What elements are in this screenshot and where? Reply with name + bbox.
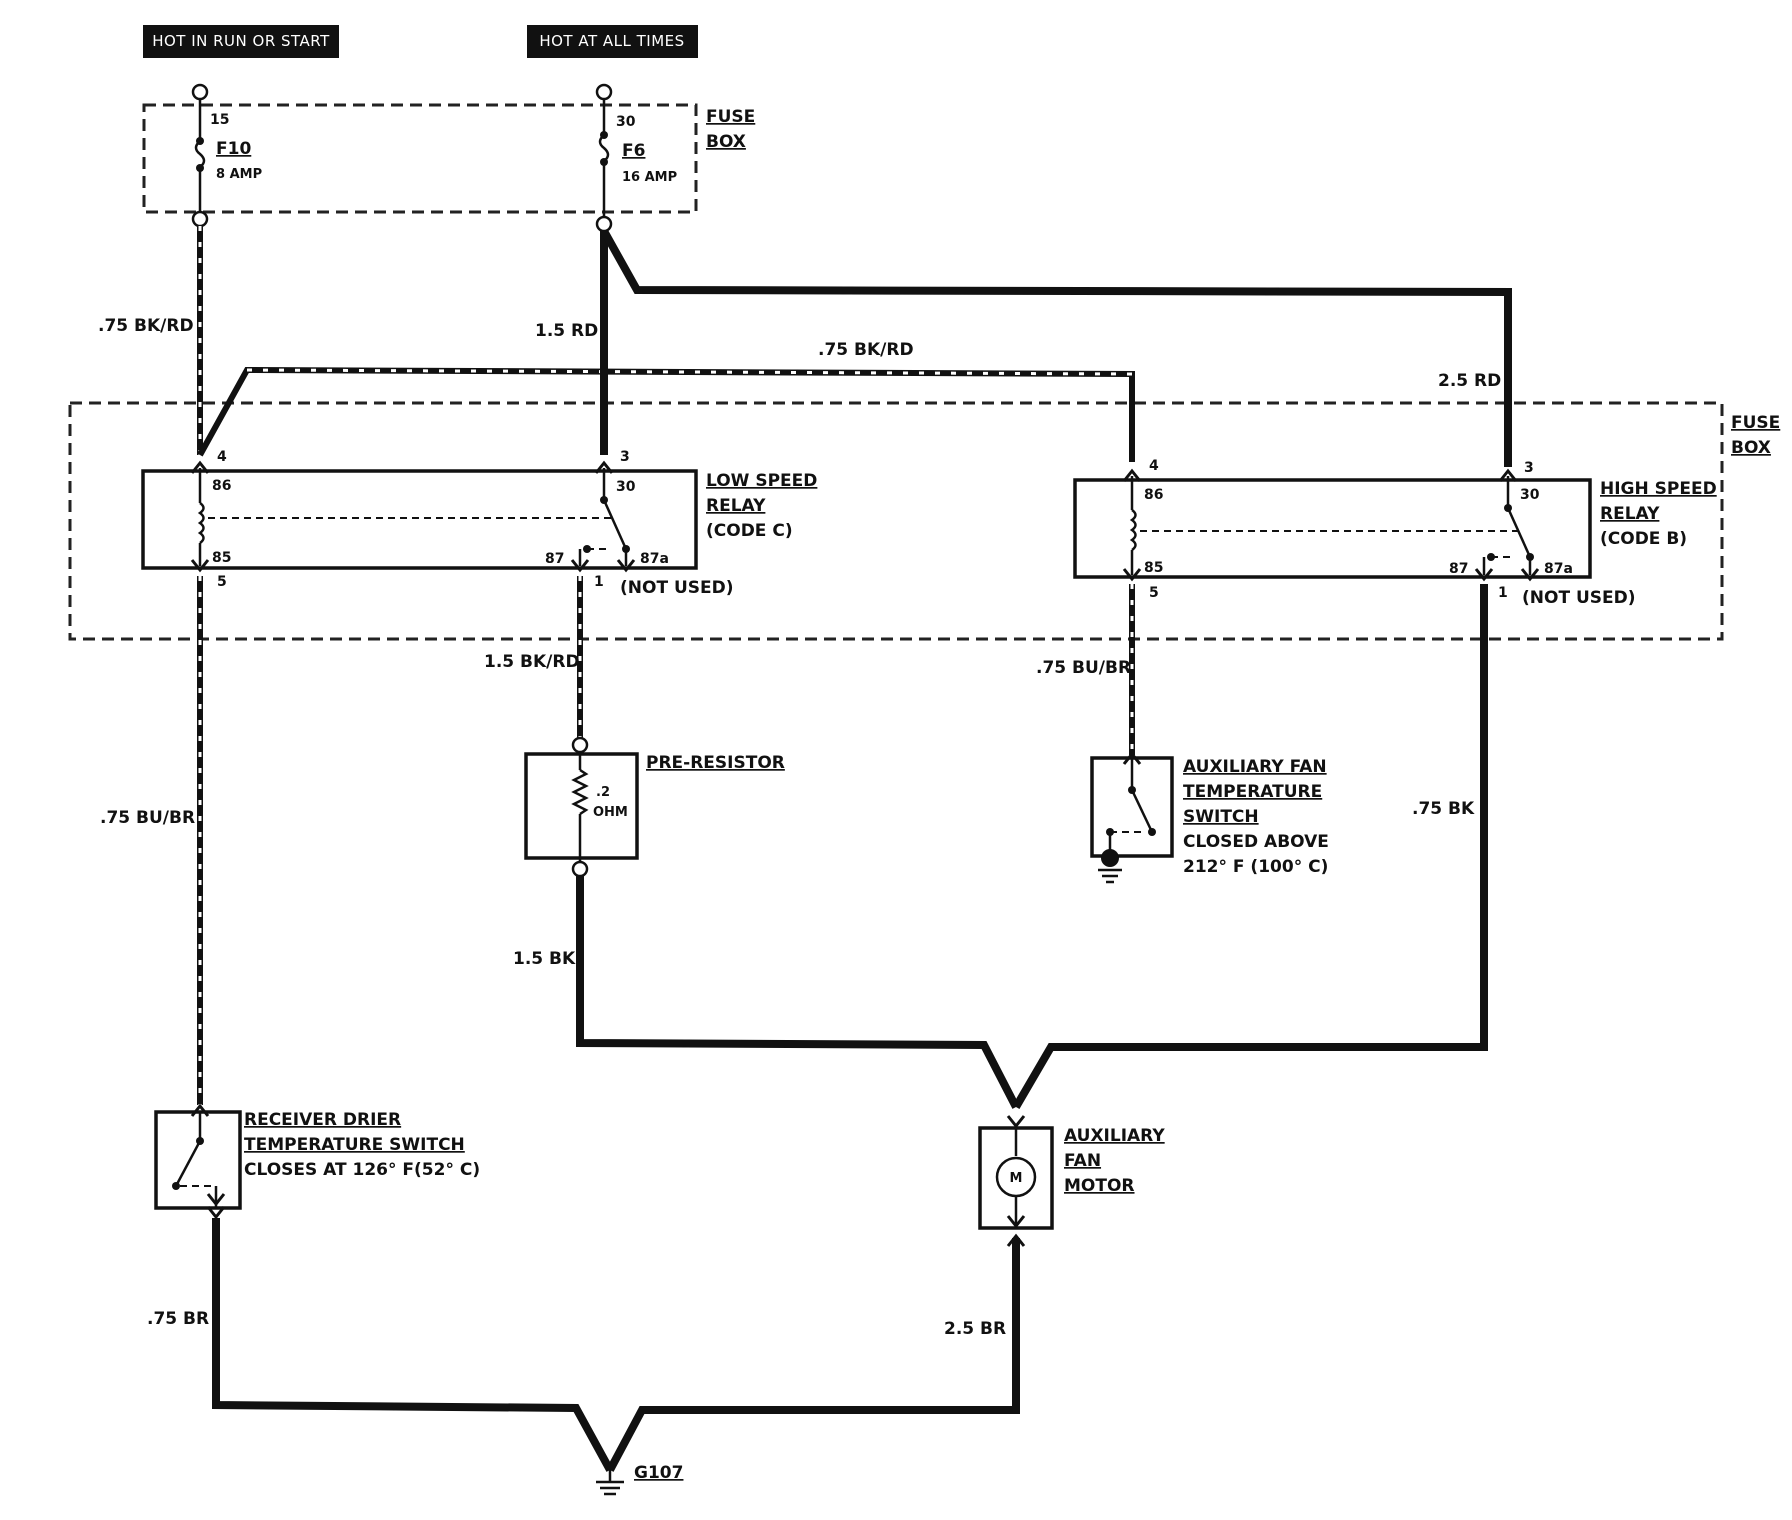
svg-text:3: 3 — [1524, 460, 1534, 476]
svg-text:.75 BK: .75 BK — [1412, 799, 1475, 819]
svg-text:85: 85 — [212, 550, 231, 566]
svg-text:PRE-RESISTOR: PRE-RESISTOR — [646, 753, 785, 773]
svg-text:AUXILIARY FAN: AUXILIARY FAN — [1183, 757, 1327, 777]
svg-text:F10: F10 — [216, 139, 251, 159]
tag-hot-all-times: HOT AT ALL TIMES — [527, 25, 698, 58]
fuse-box-top — [142, 103, 698, 214]
svg-text:2.5 BR: 2.5 BR — [944, 1319, 1006, 1339]
tag-hot-run-start: HOT IN RUN OR START — [143, 25, 339, 58]
svg-text:30: 30 — [616, 114, 636, 130]
wire-bk-075 — [1012, 584, 1488, 1110]
svg-text:(NOT USED): (NOT USED) — [1522, 588, 1636, 608]
svg-text:BOX: BOX — [1731, 438, 1771, 458]
low-speed-relay: 86 85 30 87 87a 4 5 3 1 (NOT USED) LOW S… — [141, 449, 817, 598]
svg-text:CLOSES AT 126° F(52° C): CLOSES AT 126° F(52° C) — [244, 1160, 480, 1180]
svg-text:OHM: OHM — [593, 805, 628, 820]
aux-fan-motor: M AUXILIARY FAN MOTOR — [978, 1114, 1165, 1248]
svg-text:86: 86 — [1144, 487, 1163, 503]
svg-text:HOT AT ALL TIMES: HOT AT ALL TIMES — [539, 32, 684, 50]
svg-text:.2: .2 — [596, 785, 610, 800]
svg-text:16 AMP: 16 AMP — [622, 170, 677, 185]
svg-text:.75 BK/RD: .75 BK/RD — [818, 340, 914, 360]
svg-text:F6: F6 — [622, 141, 645, 161]
svg-text:87: 87 — [1449, 561, 1468, 577]
svg-text:1.5 RD: 1.5 RD — [535, 321, 598, 341]
svg-text:212° F (100° C): 212° F (100° C) — [1183, 857, 1328, 877]
svg-text:BOX: BOX — [706, 132, 746, 152]
svg-text:87a: 87a — [1544, 561, 1573, 577]
wire-bk-15 — [576, 870, 1020, 1109]
svg-text:86: 86 — [212, 478, 231, 494]
svg-text:HIGH SPEED: HIGH SPEED — [1600, 479, 1717, 499]
svg-text:4: 4 — [217, 449, 227, 465]
svg-text:5: 5 — [217, 574, 227, 590]
svg-text:5: 5 — [1149, 585, 1159, 601]
pre-resistor: .2 OHM PRE-RESISTOR — [524, 736, 785, 878]
svg-text:MOTOR: MOTOR — [1064, 1176, 1135, 1196]
svg-text:AUXILIARY: AUXILIARY — [1064, 1126, 1165, 1146]
svg-text:(NOT USED): (NOT USED) — [620, 578, 734, 598]
svg-text:HOT IN RUN OR START: HOT IN RUN OR START — [152, 32, 330, 50]
svg-text:TEMPERATURE: TEMPERATURE — [1183, 782, 1322, 802]
receiver-drier-temp-switch: RECEIVER DRIER TEMPERATURE SWITCH CLOSES… — [154, 1104, 480, 1219]
svg-text:.75 BR: .75 BR — [147, 1309, 209, 1329]
svg-text:SWITCH: SWITCH — [1183, 807, 1259, 827]
svg-text:30: 30 — [1520, 487, 1540, 503]
svg-text:1.5 BK: 1.5 BK — [513, 949, 576, 969]
high-speed-relay: 86 85 30 87 87a 4 5 3 1 (NOT USED) HIGH … — [1073, 458, 1717, 608]
svg-text:M: M — [1010, 1171, 1023, 1186]
svg-text:LOW SPEED: LOW SPEED — [706, 471, 817, 491]
svg-text:8 AMP: 8 AMP — [216, 167, 262, 182]
wire-bk-rd-crossover — [197, 366, 1135, 462]
svg-text:CLOSED ABOVE: CLOSED ABOVE — [1183, 832, 1329, 852]
svg-text:G107: G107 — [634, 1463, 683, 1483]
svg-text:(CODE B): (CODE B) — [1600, 529, 1687, 549]
svg-text:FUSE: FUSE — [706, 107, 755, 127]
svg-text:15: 15 — [210, 112, 229, 128]
svg-text:1: 1 — [1498, 585, 1508, 601]
svg-text:1.5 BK/RD: 1.5 BK/RD — [484, 652, 580, 672]
svg-text:87a: 87a — [640, 551, 669, 567]
svg-text:FAN: FAN — [1064, 1151, 1101, 1171]
fuse-box-relays — [68, 401, 1724, 641]
svg-text:87: 87 — [545, 551, 564, 567]
svg-text:4: 4 — [1149, 458, 1159, 474]
svg-text:RELAY: RELAY — [1600, 504, 1660, 524]
svg-text:3: 3 — [620, 449, 630, 465]
wire-br-25 — [606, 1238, 1020, 1472]
svg-text:TEMPERATURE SWITCH: TEMPERATURE SWITCH — [244, 1135, 465, 1155]
svg-text:.75 BU/BR: .75 BU/BR — [1036, 658, 1131, 678]
svg-text:.75 BU/BR: .75 BU/BR — [100, 808, 195, 828]
wire-rd-25 — [600, 229, 1512, 467]
wire-br-075 — [212, 1218, 614, 1472]
svg-text:85: 85 — [1144, 560, 1163, 576]
fuse-f6: 30 F6 16 AMP — [595, 83, 677, 233]
ground-g107: G107 — [596, 1463, 683, 1496]
svg-text:(CODE C): (CODE C) — [706, 521, 793, 541]
svg-text:2.5 RD: 2.5 RD — [1438, 371, 1501, 391]
svg-text:.75 BK/RD: .75 BK/RD — [98, 316, 194, 336]
aux-fan-temp-switch: AUXILIARY FAN TEMPERATURE SWITCH CLOSED … — [1090, 752, 1329, 884]
svg-text:FUSE: FUSE — [1731, 413, 1780, 433]
svg-text:1: 1 — [594, 574, 604, 590]
fuse-f10: 15 F10 8 AMP — [191, 83, 262, 228]
svg-text:RECEIVER DRIER: RECEIVER DRIER — [244, 1110, 401, 1130]
svg-text:30: 30 — [616, 479, 636, 495]
svg-text:RELAY: RELAY — [706, 496, 766, 516]
